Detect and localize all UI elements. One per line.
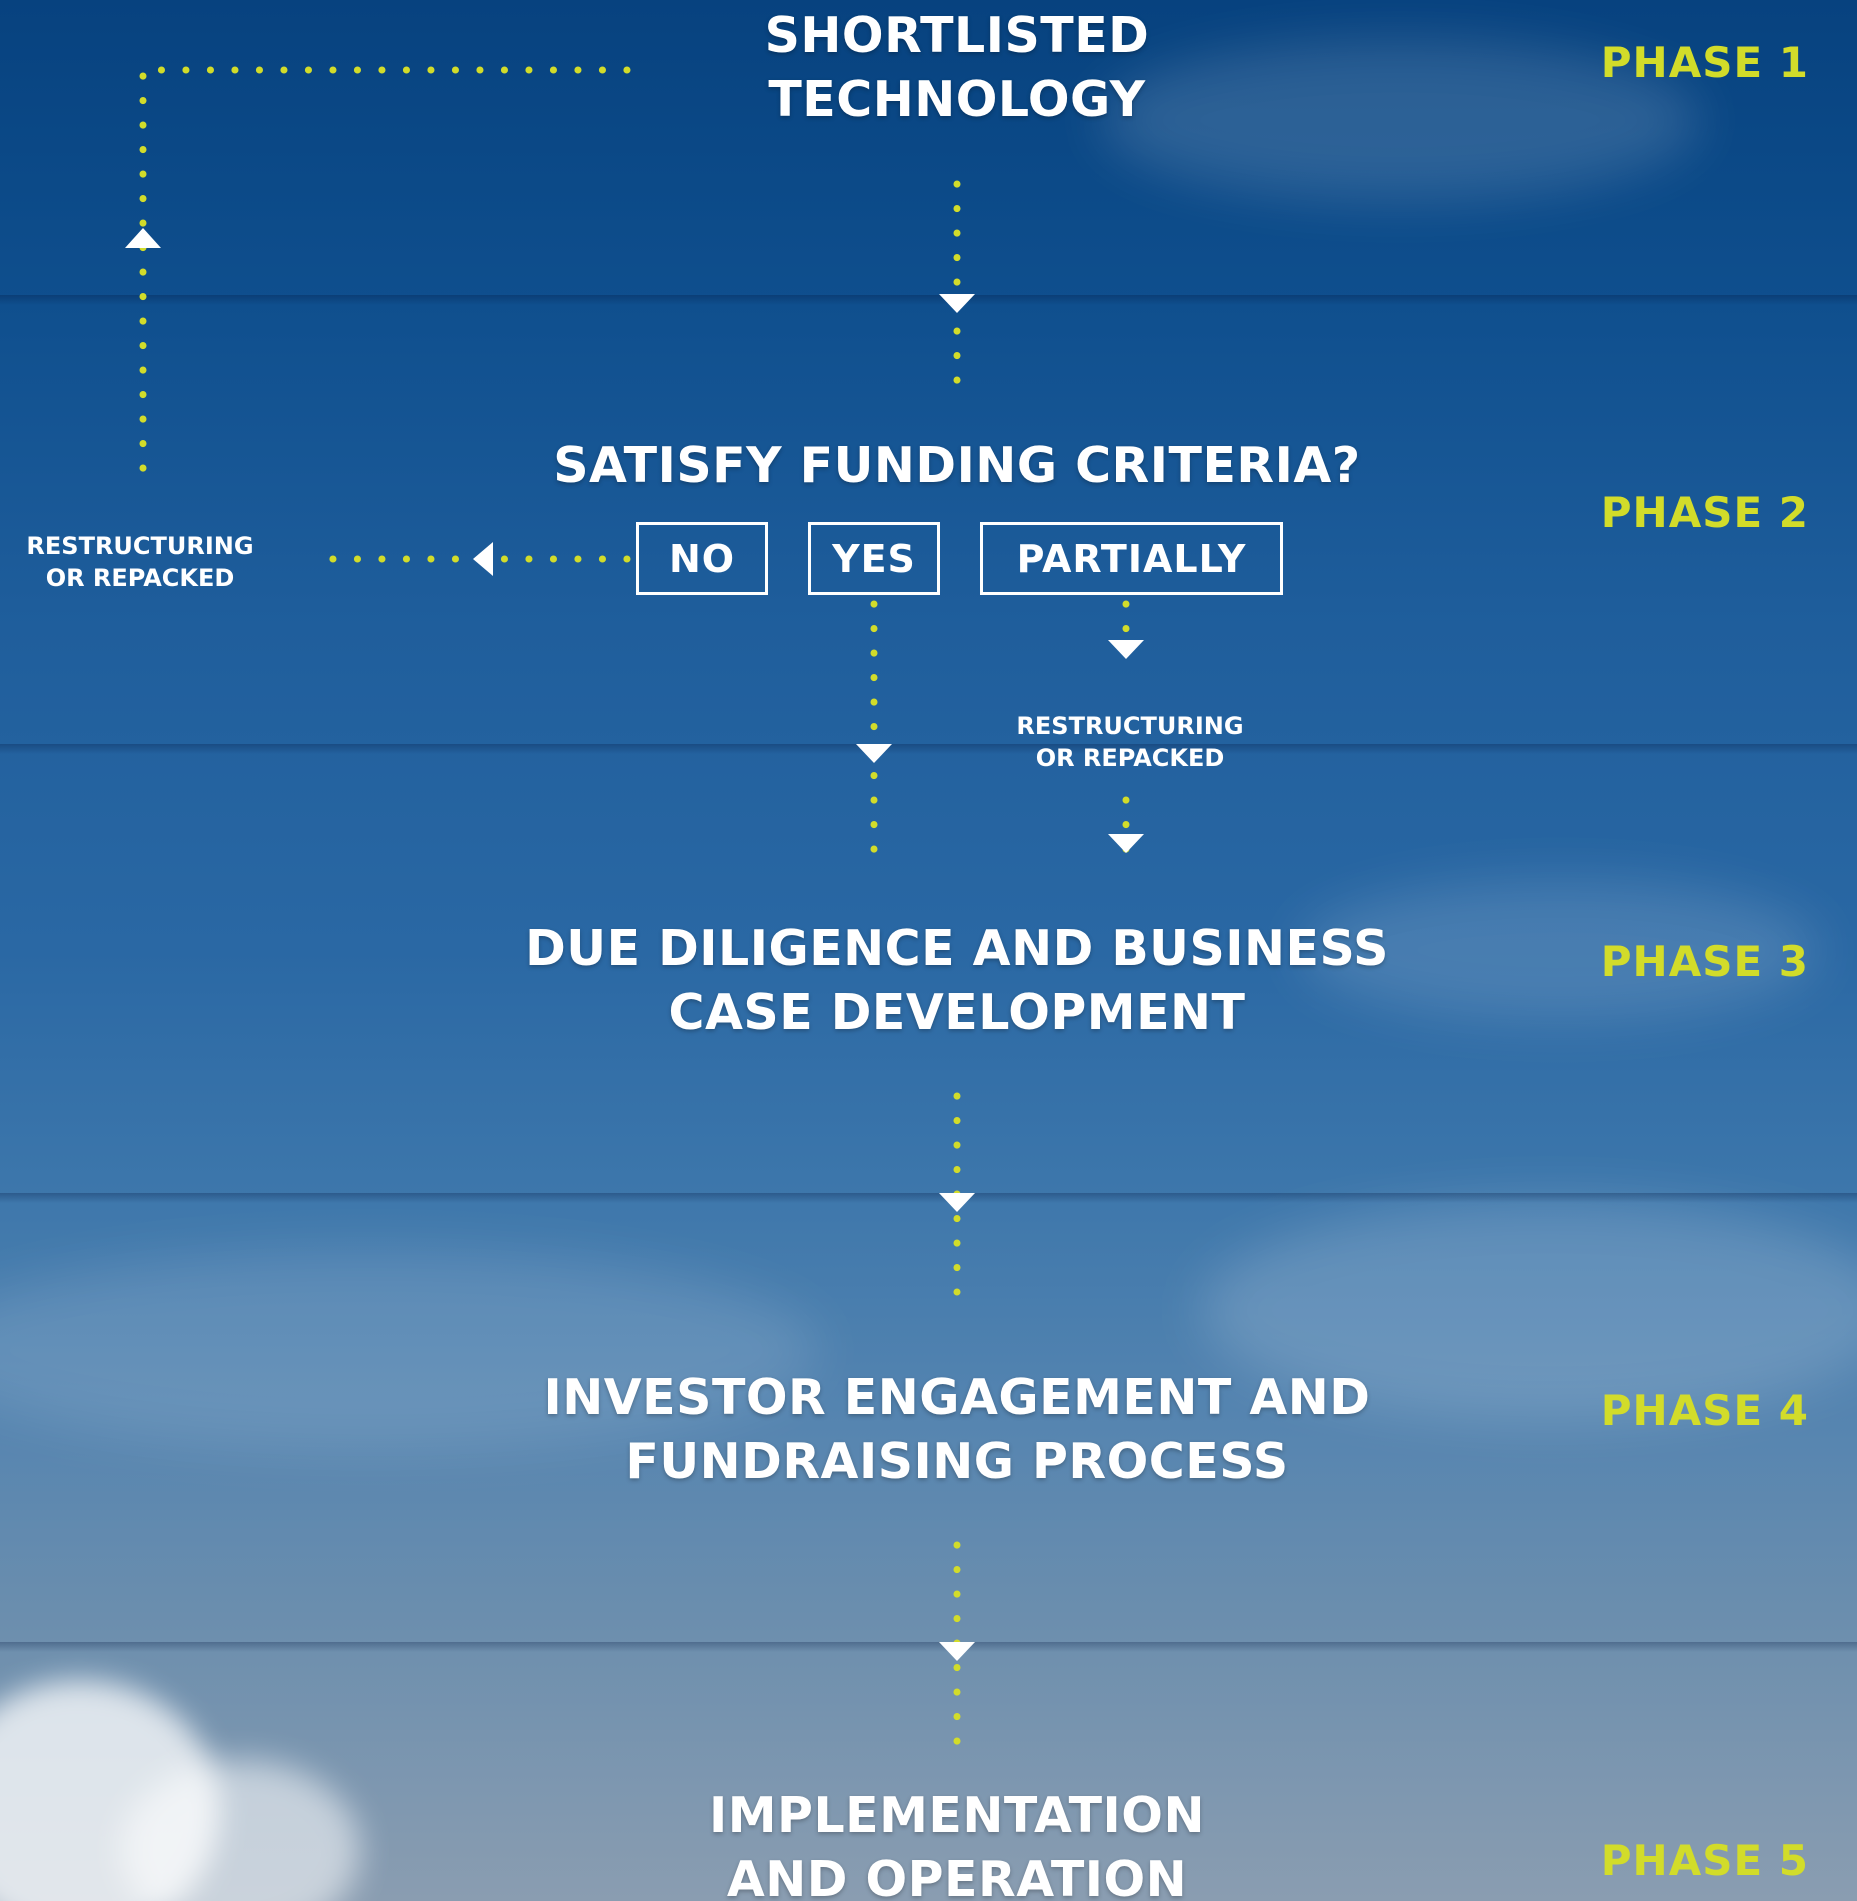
step-due-diligence: DUE DILIGENCE AND BUSINESS CASE DEVELOPM… [407,917,1507,1045]
arrow-down-icon [1108,834,1144,853]
step-shortlisted-technology: SHORTLISTED TECHNOLOGY [557,4,1357,132]
option-partially-box: PARTIALLY [980,522,1283,595]
option-yes-box: YES [808,522,940,595]
loop-back-connector [139,66,631,486]
band-separator [0,1642,1857,1652]
step-title-line: SHORTLISTED [764,7,1150,64]
step-title-line: INVESTOR ENGAGEMENT AND [543,1369,1371,1426]
arrow-down-icon [939,1193,975,1212]
note-line: RESTRUCTURING [1016,712,1244,740]
note-line: OR REPACKED [45,564,235,592]
step-title-line: SATISFY FUNDING CRITERIA? [553,437,1361,494]
band-separator [0,1193,1857,1203]
band-separator [0,744,1857,754]
band-separator [0,295,1857,305]
arrow-down-icon [939,294,975,313]
arrow-down-icon [1108,640,1144,659]
step-title-line: CASE DEVELOPMENT [668,984,1246,1041]
step-title-line: AND OPERATION [726,1851,1188,1901]
background-cloud [1100,40,1700,200]
background-cloud [120,1760,360,1901]
arrow-down-icon [856,744,892,763]
phase-label-3: PHASE 3 [1600,937,1809,986]
step-funding-criteria-question: SATISFY FUNDING CRITERIA? [457,434,1457,498]
step-implementation: IMPLEMENTATION AND OPERATION [557,1784,1357,1901]
step-title-line: DUE DILIGENCE AND BUSINESS [525,920,1389,977]
arrow-down-icon [939,1642,975,1661]
step-title-line: FUNDRAISING PROCESS [625,1433,1289,1490]
arrow-up-icon [125,228,161,248]
note-line: RESTRUCTURING [26,532,254,560]
restructuring-note-left: RESTRUCTURING OR REPACKED [10,530,270,594]
restructuring-note-right: RESTRUCTURING OR REPACKED [1000,710,1260,774]
background-cloud [1300,880,1820,1020]
step-title-line: IMPLEMENTATION [709,1787,1205,1844]
phase-label-2: PHASE 2 [1600,488,1809,537]
phase-label-4: PHASE 4 [1600,1386,1809,1435]
note-line: OR REPACKED [1035,744,1225,772]
option-no-box: NO [636,522,768,595]
arrow-left-icon [473,542,493,576]
background-cloud [1200,1200,1857,1420]
step-title-line: TECHNOLOGY [768,71,1146,128]
phase-label-1: PHASE 1 [1600,38,1809,87]
phase-label-5: PHASE 5 [1600,1836,1809,1885]
step-investor-engagement: INVESTOR ENGAGEMENT AND FUNDRAISING PROC… [407,1366,1507,1494]
background-cloud [0,1250,820,1450]
